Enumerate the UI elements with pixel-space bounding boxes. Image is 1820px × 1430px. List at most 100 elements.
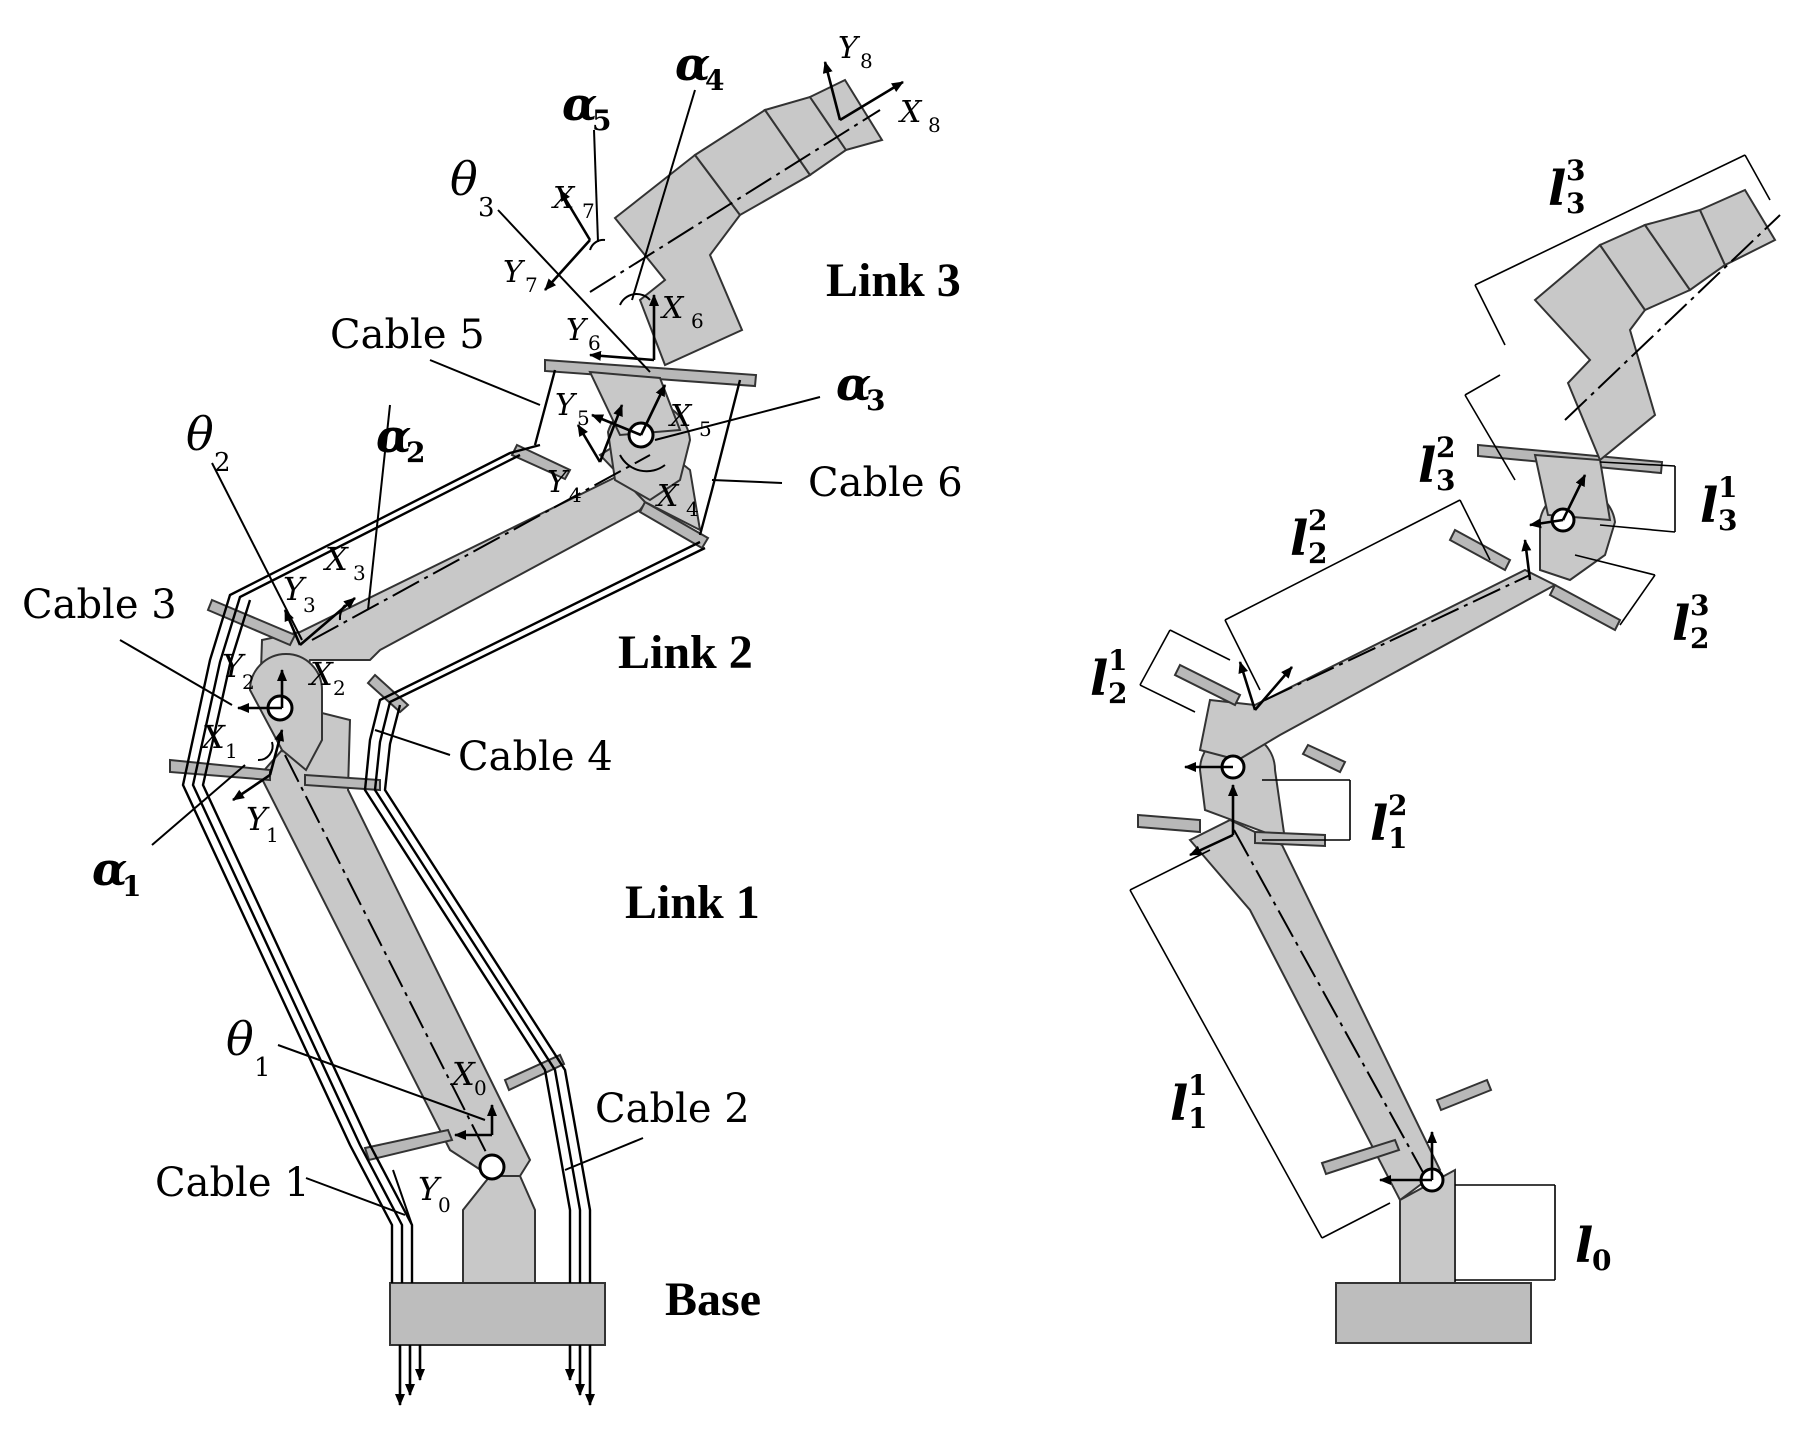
svg-text:θ: θ [226, 1012, 254, 1066]
svg-text:X: X [322, 540, 349, 578]
svg-text:X: X [668, 399, 693, 434]
svg-text:α: α [92, 842, 127, 896]
svg-text:α: α [836, 357, 871, 411]
svg-text:6: 6 [691, 309, 704, 333]
svg-text:Y: Y [503, 255, 526, 290]
svg-text:7: 7 [582, 199, 595, 223]
r-link2-flange3 [1448, 528, 1512, 572]
r-link1-centerline [1233, 829, 1431, 1186]
svg-text:l: l [1418, 438, 1436, 494]
svg-text:X: X [307, 655, 334, 693]
svg-text:2: 2 [1308, 504, 1327, 537]
svg-text:l: l [1672, 596, 1690, 652]
svg-text:1: 1 [1188, 1102, 1207, 1135]
cable-line-6 [698, 379, 742, 536]
svg-text:2: 2 [1388, 789, 1407, 822]
svg-text:X: X [199, 718, 226, 756]
svg-text:3: 3 [478, 193, 495, 223]
r-link2-flange1 [1173, 663, 1242, 707]
label-theta3: θ3 [450, 152, 495, 223]
cable-line-1a [181, 443, 541, 1283]
svg-text:3: 3 [1690, 589, 1709, 622]
svg-text:2: 2 [406, 436, 425, 469]
label-cable1: Cable 1 [155, 1160, 310, 1206]
svg-text:2: 2 [1436, 431, 1455, 464]
label-Y2: Y2 [222, 647, 255, 694]
r-base-post [1399, 1168, 1456, 1284]
svg-text:6: 6 [588, 331, 601, 355]
svg-text:l: l [1575, 1218, 1593, 1274]
r-frame-arrows [1184, 474, 1587, 1185]
svg-text:θ: θ [186, 407, 214, 461]
cable-line-2c [383, 704, 592, 1283]
svg-text:5: 5 [699, 417, 712, 441]
cable-line-1c [201, 599, 414, 1283]
link2-end-flange-right [638, 500, 710, 550]
label-cable3: Cable 3 [22, 582, 177, 628]
svg-text:Y: Y [547, 465, 570, 500]
alpha2-arc [338, 604, 346, 621]
link3-centerline [589, 109, 881, 293]
svg-text:Y: Y [566, 313, 589, 348]
label-link1: Link 1 [625, 876, 760, 929]
svg-text:4: 4 [569, 483, 582, 507]
label-base: Base [665, 1273, 761, 1326]
base-block [389, 1282, 606, 1346]
label-cable5: Cable 5 [330, 312, 485, 358]
link1-top-flange-right [304, 773, 381, 792]
link2-flange-left [206, 598, 297, 647]
svg-text:Y: Y [283, 570, 307, 608]
alpha3-arc [619, 454, 666, 473]
svg-text:2: 2 [242, 670, 255, 694]
svg-text:Y: Y [222, 647, 246, 685]
svg-text:2: 2 [1690, 622, 1709, 655]
svg-text:1: 1 [266, 823, 279, 847]
r-label-l0: l0 [1575, 1218, 1611, 1277]
base-tension-arrows [395, 1345, 595, 1406]
label-alpha4: α4 [675, 37, 724, 97]
label-link2: Link 2 [618, 626, 753, 679]
svg-text:Y: Y [246, 800, 270, 838]
svg-text:3: 3 [1566, 154, 1585, 187]
r-link1-flange3 [1137, 813, 1201, 834]
svg-text:1: 1 [1718, 471, 1737, 504]
base-post [462, 1175, 536, 1284]
svg-text:X: X [655, 479, 680, 514]
svg-text:2: 2 [1308, 537, 1327, 570]
r-link2-body [1198, 568, 1558, 762]
label-alpha5: α5 [562, 77, 611, 137]
r-link1-flange1 [1320, 1138, 1401, 1176]
svg-text:2: 2 [333, 676, 346, 700]
alpha5-arc [589, 238, 606, 251]
svg-text:α: α [376, 409, 411, 463]
svg-text:8: 8 [928, 113, 941, 137]
link1-lower-flange [363, 1128, 454, 1162]
svg-text:X: X [551, 181, 576, 216]
svg-text:l: l [1290, 511, 1308, 567]
svg-text:4: 4 [705, 64, 724, 97]
r-link1-flange4 [1254, 830, 1326, 848]
svg-text:1: 1 [1108, 644, 1127, 677]
label-cable2: Cable 2 [595, 1086, 750, 1132]
label-Y1: Y1 [246, 800, 279, 847]
svg-text:Y: Y [838, 31, 861, 66]
link1-body [258, 708, 532, 1177]
svg-text:0: 0 [1592, 1244, 1611, 1277]
link2-flange-right [366, 673, 410, 714]
svg-text:0: 0 [438, 1193, 451, 1217]
